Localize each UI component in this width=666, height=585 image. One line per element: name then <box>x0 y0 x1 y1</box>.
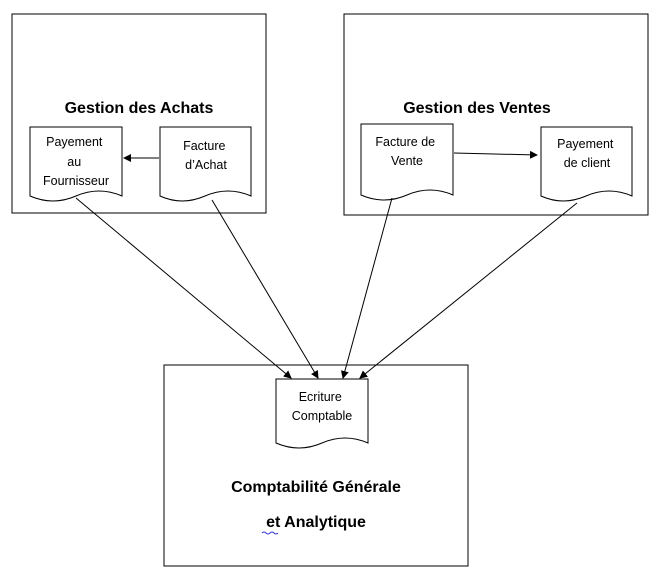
spellcheck-underline <box>261 531 279 535</box>
accounting-box: Ecriture Comptable Comptabilité Générale… <box>163 364 469 567</box>
purchases-title: Gestion des Achats <box>65 100 214 117</box>
sales-box: Gestion des Ventes Facture de Vente Paye… <box>343 13 649 216</box>
arrow-purchase-invoice-to-entry <box>211 199 319 379</box>
client-payment-label: Payement de client <box>557 137 617 170</box>
arrow-sales-invoice-to-entry <box>340 197 393 379</box>
accounting-title-line1: Comptabilité Générale <box>231 479 401 496</box>
supplier-payment-document: Payement au Fournisseur <box>29 126 123 202</box>
client-payment-document: Payement de client <box>540 126 633 202</box>
purchase-invoice-label: Facture d’Achat <box>183 139 229 172</box>
sales-title: Gestion des Ventes <box>403 100 551 117</box>
supplier-payment-label: Payement au Fournisseur <box>43 135 109 188</box>
accounting-entry-document: Ecriture Comptable <box>275 378 369 449</box>
arrow-supplier-payment-to-entry <box>75 197 292 379</box>
purchase-invoice-document: Facture d’Achat <box>159 126 252 202</box>
purchases-box: Gestion des Achats Payement au Fournisse… <box>11 13 267 214</box>
accounting-entry-label: Ecriture Comptable <box>292 390 352 423</box>
sales-invoice-document: Facture de Vente <box>360 123 454 201</box>
arrow-invoice-to-client-payment <box>453 150 538 159</box>
arrow-client-payment-to-entry <box>359 202 578 379</box>
sales-invoice-label: Facture de Vente <box>375 135 438 168</box>
accounting-title-line2: et Analytique <box>266 514 366 531</box>
